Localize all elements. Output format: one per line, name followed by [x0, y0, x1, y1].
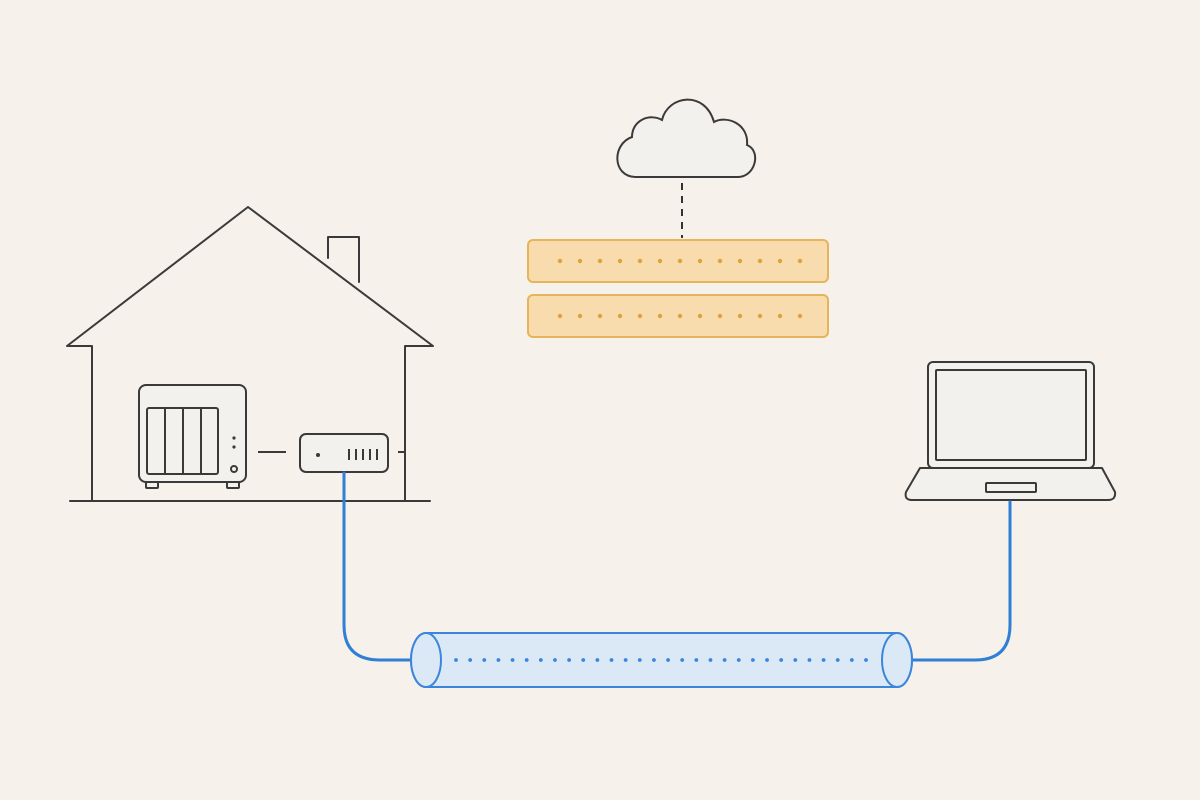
- server-indicator-dot: [797, 258, 803, 264]
- nas-foot-left: [145, 481, 159, 489]
- tunnel-packet-dot: [454, 658, 458, 662]
- tunnel-packet-dot: [722, 658, 727, 662]
- tunnel-packet-dot: [849, 658, 854, 662]
- server-unit-1-indicators: [557, 258, 803, 264]
- nas-icon: [138, 384, 247, 489]
- tunnel-packet-dot: [680, 658, 685, 662]
- tunnel-data-packets: [454, 658, 868, 662]
- tunnel-packet-dot: [666, 658, 670, 662]
- tunnel-packet-dot: [581, 658, 586, 662]
- server-indicator-dot: [617, 313, 623, 319]
- laptop-touchpad: [985, 482, 1037, 493]
- server-indicator-dot: [697, 313, 703, 319]
- tunnel-left-opening: [410, 632, 442, 688]
- server-indicator-dot: [597, 313, 603, 319]
- nas-power-button: [230, 465, 238, 473]
- tunnel-packet-dot: [652, 658, 656, 662]
- tunnel-packet-dot: [779, 658, 784, 662]
- house-chimney: [327, 236, 360, 283]
- nas-led: [232, 445, 236, 449]
- tunnel-laptop-cable: [901, 500, 1012, 662]
- server-indicator-dot: [597, 258, 603, 264]
- server-indicator-dot: [797, 313, 803, 319]
- tunnel-packet-dot: [609, 658, 614, 662]
- server-indicator-dot: [617, 258, 623, 264]
- router-led: [316, 453, 320, 457]
- server-indicator-dot: [717, 313, 723, 319]
- tunnel-packet-dot: [807, 658, 812, 662]
- server-indicator-dot: [577, 313, 583, 319]
- server-indicator-dot: [757, 258, 763, 264]
- server-rack-icon: [527, 239, 829, 338]
- server-indicator-dot: [777, 258, 783, 264]
- nas-body: [138, 384, 247, 483]
- server-indicator-dot: [677, 258, 683, 264]
- server-indicator-dot: [557, 258, 563, 264]
- router-tunnel-cable: [342, 471, 416, 662]
- server-indicator-dot: [637, 258, 643, 264]
- server-indicator-dot: [737, 258, 743, 264]
- house-icon: [66, 206, 434, 502]
- encrypted-tunnel-icon: [410, 632, 913, 688]
- tunnel-packet-dot: [623, 658, 628, 662]
- server-indicator-dot: [777, 313, 783, 319]
- router-body: [299, 433, 389, 473]
- nas-led: [232, 436, 236, 440]
- tunnel-packet-dot: [708, 658, 713, 662]
- laptop-screen: [935, 369, 1087, 461]
- laptop-screen-frame: [927, 361, 1095, 469]
- house-roof: [66, 206, 434, 501]
- tunnel-packet-dot: [793, 658, 798, 662]
- tunnel-packet-dot: [567, 658, 572, 662]
- tunnel-packet-dot: [482, 658, 487, 662]
- server-indicator-dot: [677, 313, 683, 319]
- tunnel-packet-dot: [736, 658, 741, 662]
- cloud-icon: [616, 98, 757, 179]
- tunnel-packet-dot: [835, 658, 840, 662]
- tunnel-packet-dot: [553, 658, 557, 662]
- nas-foot-right: [226, 481, 240, 489]
- tunnel-packet-dot: [864, 658, 868, 662]
- router-icon: [299, 433, 389, 473]
- laptop-icon: [904, 361, 1117, 501]
- server-indicator-dot: [757, 313, 763, 319]
- tunnel-packet-dot: [637, 658, 642, 662]
- server-unit-2-indicators: [557, 313, 803, 319]
- server-indicator-dot: [657, 258, 663, 264]
- server-indicator-dot: [717, 258, 723, 264]
- server-indicator-dot: [737, 313, 743, 319]
- cloud-shape: [616, 98, 757, 179]
- tunnel-packet-dot: [595, 658, 600, 662]
- tunnel-packet-dot: [524, 658, 529, 662]
- server-indicator-dot: [657, 313, 663, 319]
- tunnel-packet-dot: [468, 658, 473, 662]
- tunnel-packet-dot: [750, 658, 755, 662]
- tunnel-packet-dot: [694, 658, 699, 662]
- server-indicator-dot: [557, 313, 563, 319]
- tunnel-packet-dot: [496, 658, 501, 662]
- tunnel-packet-dot: [538, 658, 543, 662]
- server-indicator-dot: [697, 258, 703, 264]
- tunnel-packet-dot: [510, 658, 515, 662]
- tunnel-packet-dot: [821, 658, 826, 662]
- tunnel-packet-dot: [765, 658, 769, 662]
- tunnel-right-opening: [881, 632, 913, 688]
- server-indicator-dot: [637, 313, 643, 319]
- server-indicator-dot: [577, 258, 583, 264]
